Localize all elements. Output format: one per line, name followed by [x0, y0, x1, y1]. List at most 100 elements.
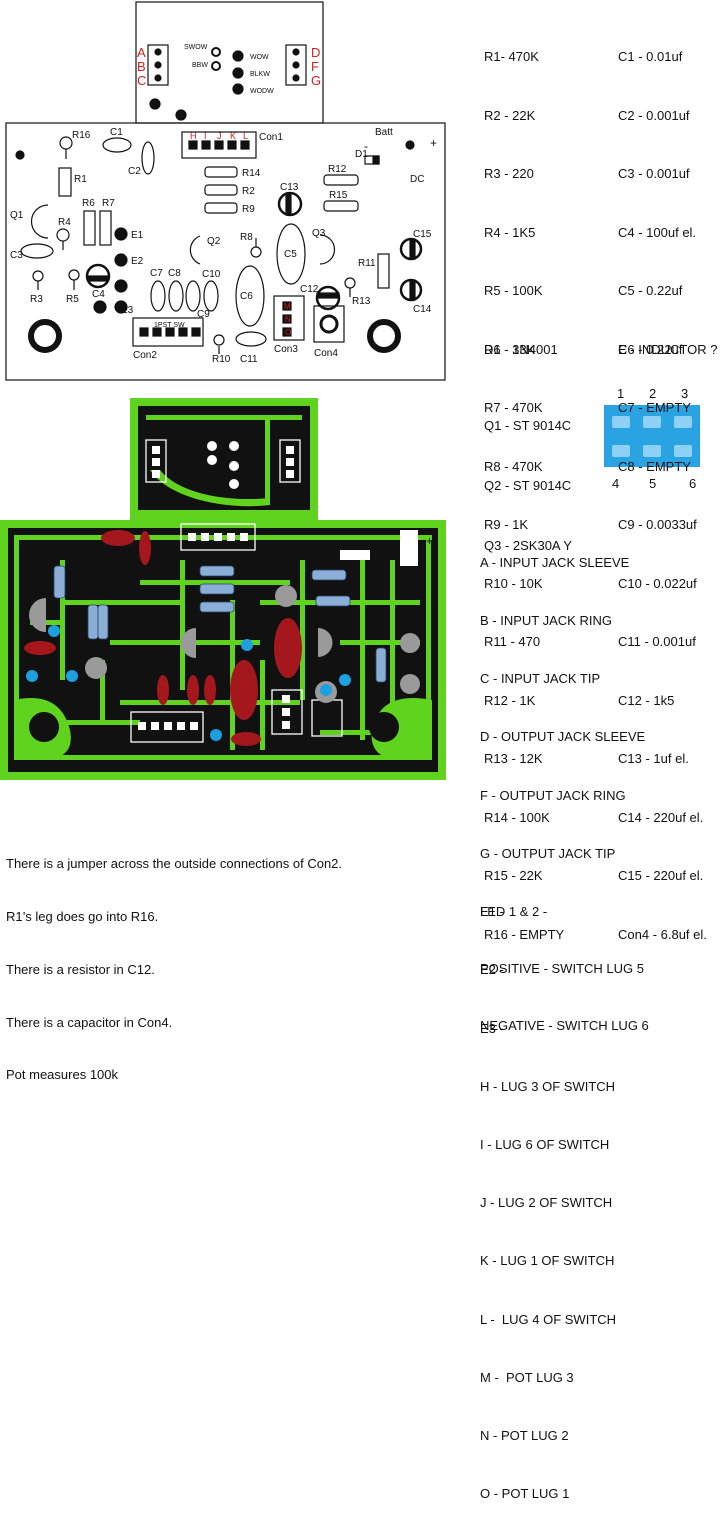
list-item: Q1 - ST 9014C [484, 418, 572, 433]
list-item: G - OUTPUT JACK TIP [480, 845, 616, 861]
con4-label: Con4 [314, 348, 338, 359]
svg-text:C12: C12 [300, 284, 319, 295]
con2-inner-label: 1PST SW [154, 322, 185, 329]
svg-text:C10: C10 [202, 269, 221, 280]
pcb-trace-layout: + [0, 398, 446, 780]
svg-text:E3: E3 [121, 305, 134, 316]
letter-a: A [137, 45, 146, 60]
list-item: E1 - [480, 904, 504, 920]
svg-text:R11: R11 [358, 258, 376, 269]
svg-text:Q1: Q1 [10, 210, 24, 221]
letter-c: C [137, 73, 146, 88]
svg-text:D1: D1 [355, 149, 368, 160]
input-jack-connector [147, 44, 169, 86]
list-item: Con4 - 6.8uf el. [618, 926, 707, 942]
list-item: Q2 - ST 9014C [484, 478, 572, 493]
con2-label: Con2 [133, 350, 157, 361]
svg-text:C5: C5 [284, 249, 297, 260]
list-item: C15 - 220uf el. [618, 868, 704, 883]
batt-label: Batt [375, 127, 393, 138]
letter-b: B [137, 59, 146, 74]
svg-text:R7: R7 [102, 198, 115, 209]
note-line: Pot measures 100k [6, 1067, 119, 1083]
list-item: LED 1 & 2 - [480, 904, 548, 919]
svg-text:R2: R2 [242, 186, 255, 197]
list-item: C12 - 1k5 [618, 692, 675, 708]
transistor-list: Q1 - ST 9014C Q2 - ST 9014C Q3 - 2SK30A … [484, 376, 572, 576]
list-item: R12 - 1K [484, 692, 536, 708]
list-item: POSITIVE - SWITCH LUG 5 [480, 961, 644, 976]
list-item: C3 - 0.001uf [618, 166, 690, 181]
list-item: H - LUG 3 OF SWITCH [480, 1078, 616, 1094]
list-item: K - LUG 1 OF SWITCH [480, 1253, 615, 1269]
list-item: C9 - 0.0033uf [618, 517, 697, 532]
output-jack-connector [285, 44, 307, 86]
letter-l: L [243, 131, 248, 141]
assembly-notes: There is a jumper across the outside con… [6, 820, 342, 1102]
wire-label-3: WODW [250, 88, 274, 95]
svg-text:R14: R14 [242, 168, 261, 179]
parts-list-resistors: R1- 470K R2 - 22K R3 - 220 R4 - 1K5 R5 -… [484, 8, 564, 964]
note-line: There is a resistor in C12. [6, 961, 155, 977]
list-item: F - OUTPUT JACK RING [480, 787, 626, 803]
svg-text:C9: C9 [197, 309, 210, 320]
list-item: J - LUG 2 OF SWITCH [480, 1195, 613, 1211]
list-item: R7 - 470K [484, 400, 543, 415]
diode-entry: D1 - 1N4001 [484, 342, 558, 357]
letter-h: H [190, 131, 197, 141]
note-line: There is a jumper across the outside con… [6, 856, 343, 872]
list-item: R13 - 12K [484, 751, 543, 766]
list-item: C14 - 220uf el. [618, 809, 704, 825]
list-item: I - LUG 6 OF SWITCH [480, 1137, 610, 1152]
svg-text:R12: R12 [328, 164, 347, 175]
pin-label-5: 5 [649, 476, 656, 491]
con4 [313, 305, 345, 343]
pin-label-4: 4 [612, 476, 619, 491]
list-item: A - INPUT JACK SLEEVE [480, 554, 630, 570]
list-item: NEGATIVE - SWITCH LUG 6 [480, 1018, 649, 1033]
svg-text:M: M [284, 302, 291, 311]
list-item: R6 - 33K [484, 341, 536, 357]
main-board-outline [5, 122, 446, 381]
svg-text:Q3: Q3 [312, 228, 326, 239]
dc-label: DC [410, 174, 424, 185]
board-diagrams: SWOW BBW WOW BLKW WODW A B C D F G H I J… [0, 1, 700, 780]
svg-text:R16: R16 [72, 130, 91, 141]
list-item: R3 - 220 [484, 166, 534, 181]
pin-label-3: 3 [681, 386, 688, 401]
list-item: R1- 470K [484, 49, 539, 64]
svg-text:N: N [285, 315, 291, 324]
list-item: R10 - 10K [484, 575, 543, 591]
list-item: R9 - 1K [484, 517, 529, 532]
list-item: R15 - 22K [484, 868, 543, 883]
svg-text:R13: R13 [352, 296, 371, 307]
switch-pinout-diagram: 1 2 3 4 5 6 [604, 386, 700, 491]
list-item: R14 - 100K [484, 809, 550, 825]
plus-sign: + [430, 136, 437, 150]
note-line: R1’s leg does go into R16. [6, 908, 159, 924]
inductor-entry: E - INDUCTOR ? [618, 342, 718, 357]
svg-text:R8: R8 [240, 232, 253, 243]
list-item: R8 - 470K [484, 458, 543, 474]
svg-text:C8: C8 [168, 268, 181, 279]
list-item: C1 - 0.01uf [618, 49, 683, 64]
list-item: C10 - 0.022uf [618, 575, 697, 591]
svg-text:C4: C4 [92, 289, 105, 300]
svg-text:R10: R10 [212, 354, 231, 365]
component-layout [5, 1, 446, 381]
svg-text:Q2: Q2 [207, 236, 221, 247]
letter-i: I [204, 131, 207, 141]
list-item: L - LUG 4 OF SWITCH [480, 1311, 617, 1327]
svg-text:O: O [285, 328, 291, 337]
list-item: Q3 - 2SK30A Y [484, 538, 572, 553]
svg-text:R15: R15 [329, 190, 348, 201]
list-item: R2 - 22K [484, 107, 536, 123]
list-item: C2 - 0.001uf [618, 107, 690, 123]
svg-text:C3: C3 [10, 250, 23, 261]
list-item: C6 - 0.22uf [618, 341, 683, 357]
svg-text:C6: C6 [240, 291, 253, 302]
list-item: C7 - EMPTY [618, 400, 691, 415]
minus-sign: - [364, 139, 368, 153]
svg-text:E2: E2 [131, 256, 144, 267]
list-item: C - INPUT JACK TIP [480, 671, 601, 687]
